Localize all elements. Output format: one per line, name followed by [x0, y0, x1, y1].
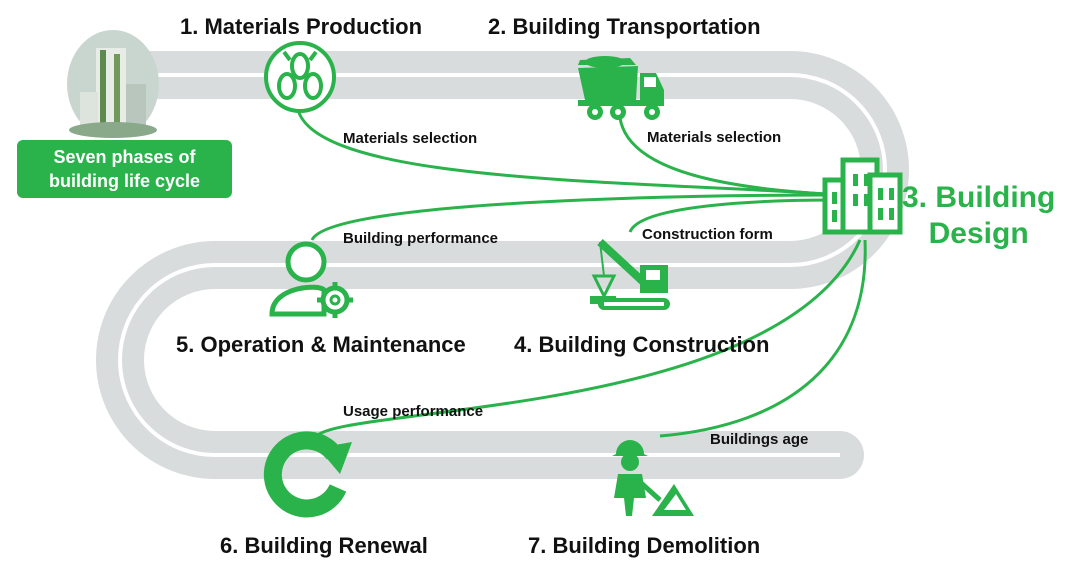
connector-renewal [313, 239, 862, 439]
phase-building-construction: 4. Building Construction [514, 332, 770, 357]
phase-materials-production: 1. Materials Production [180, 14, 423, 39]
phase-building-design: 3. Building Design [902, 180, 1055, 252]
worker-icon [612, 440, 694, 516]
buildings-icon [822, 157, 903, 235]
link-label-usage-performance: Usage performance [343, 403, 484, 420]
design-line-1: 3. Building [902, 181, 1056, 214]
road [86, 51, 909, 479]
connectors [296, 109, 867, 439]
badge-line-2: building life cycle [48, 171, 201, 191]
link-label-construction-form: Construction form [642, 226, 773, 243]
link-label-materials-selection-1: Materials selection [343, 130, 478, 147]
renew-arrow-icon [263, 431, 352, 518]
person-gear-icon [269, 241, 353, 318]
connector-materials-production [296, 109, 841, 197]
connector-demolition [659, 239, 867, 438]
phase-building-renewal: 6. Building Renewal [220, 533, 428, 558]
connector-construction [628, 198, 836, 233]
link-label-materials-selection-2: Materials selection [647, 129, 782, 146]
phase-building-demolition: 7. Building Demolition [528, 533, 761, 558]
phase-operation-maintenance: 5. Operation & Maintenance [176, 332, 466, 357]
phase-building-transportation: 2. Building Transportation [488, 14, 761, 39]
building-photo [67, 30, 159, 138]
link-label-building-performance: Building performance [343, 230, 499, 247]
link-label-buildings-age: Buildings age [710, 431, 809, 448]
crane-icon [590, 239, 670, 310]
connector-operation [310, 193, 841, 241]
dump-truck-icon [578, 56, 664, 120]
design-line-2: Design [928, 217, 1029, 250]
life-cycle-badge: Seven phases of building life cycle [17, 140, 232, 198]
badge-line-1: Seven phases of [53, 147, 196, 167]
connector-transportation [618, 117, 841, 197]
pipes-icon [264, 41, 336, 113]
